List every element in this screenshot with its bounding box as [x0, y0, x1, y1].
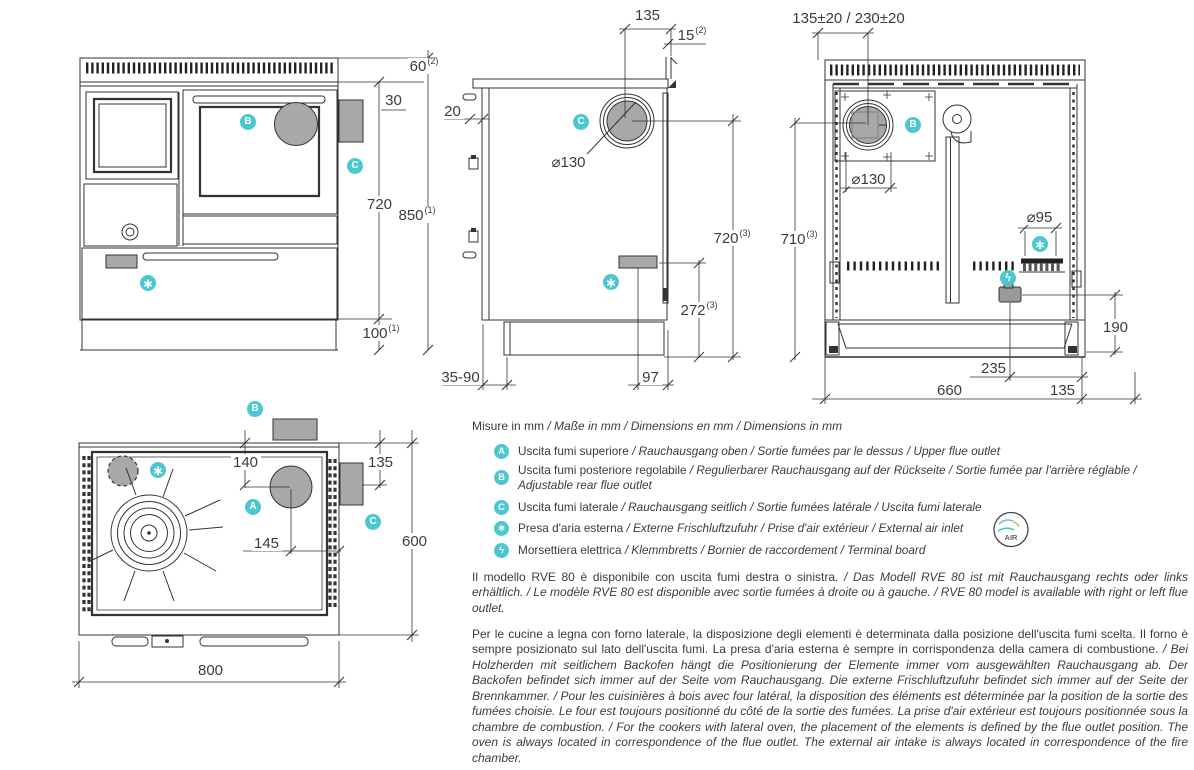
side-flue-outlet-top	[340, 463, 363, 505]
badge-b-front: B	[240, 114, 256, 130]
dim-rear-190: 190	[1100, 319, 1132, 335]
rear-flue-outlet-top	[273, 419, 317, 440]
dim-side-272: 272(3)	[678, 300, 720, 319]
badge-b-rear: B	[905, 117, 921, 133]
dim-top-depth: 600	[399, 533, 431, 549]
top-view-drawing	[72, 419, 419, 688]
badge-b-top: B	[247, 401, 263, 417]
front-view-drawing	[80, 50, 437, 355]
badge-air-rear: ∗	[1032, 236, 1048, 252]
dim-front-worktop: 60(2)	[407, 56, 441, 75]
side-flue-outlet-front	[339, 100, 363, 142]
dim-side-135: 135	[632, 7, 664, 23]
dim-rear-flue-offset: 135±20 / 230±20	[790, 10, 908, 26]
side-view-drawing	[442, 24, 741, 390]
dim-front-total: 850(1)	[396, 205, 438, 224]
badge-air-top: ∗	[150, 462, 166, 478]
dim-rear-d95: ⌀95	[1024, 209, 1056, 225]
legend-badge-c: C	[494, 500, 509, 515]
legend-badge-b: B	[494, 470, 509, 486]
dim-rear-135: 135	[1047, 382, 1079, 398]
note-paragraph-layout: Per le cucine a legna con forno laterale…	[472, 627, 1188, 765]
dim-top-145: 145	[251, 535, 283, 551]
rear-flue-circle-front	[275, 103, 318, 146]
dim-rear-d130: ⌀130	[849, 171, 889, 187]
external-air-inlet-side	[619, 256, 657, 268]
units-note: Misure in mm / Maße in mm / Dimensions e…	[472, 419, 843, 433]
badge-air-front: ∗	[140, 275, 156, 291]
dim-top-135: 135	[365, 454, 397, 470]
dim-rear-660: 660	[934, 382, 966, 398]
dim-side-15: 15(2)	[675, 25, 709, 44]
badge-air-side: ∗	[603, 274, 619, 290]
dim-side-720: 720(3)	[711, 228, 753, 247]
rear-view-drawing	[790, 28, 1142, 404]
dim-top-width: 800	[195, 662, 227, 678]
legend-item-side-flue: C Uscita fumi laterale / Rauchausgang se…	[494, 500, 1172, 515]
legend-badge-power: ϟ	[494, 543, 509, 558]
dim-front-base: 100(1)	[360, 323, 402, 342]
dim-front-body: 720	[364, 196, 396, 212]
dim-top-140: 140	[230, 454, 262, 470]
legend-item-rear-flue: B Uscita fumi posteriore regolabile / Re…	[494, 463, 1172, 492]
badge-c-front: C	[347, 158, 363, 174]
air-inlet-handle-front	[106, 255, 137, 268]
legend-item-terminal-board: ϟ Morsettiera elettrica / Klemmbretts / …	[494, 543, 1172, 558]
legend-item-air-inlet: ∗ Presa d'aria esterna / Externe Frischl…	[494, 521, 1172, 536]
badge-c-side: C	[573, 114, 589, 130]
terminal-board	[999, 287, 1021, 302]
badge-c-top: C	[365, 514, 381, 530]
badge-power-rear: ϟ	[1000, 270, 1016, 286]
badge-a-top: A	[245, 499, 261, 515]
dim-side-feet: 35-90	[439, 369, 483, 385]
svg-text:AIR: AIR	[1005, 533, 1019, 542]
legend-badge-a: A	[494, 444, 509, 459]
legend-badge-air: ∗	[494, 521, 509, 536]
dim-rear-235: 235	[978, 360, 1010, 376]
dim-side-20: 20	[442, 103, 464, 119]
dim-side-d130: ⌀130	[549, 154, 589, 170]
dim-side-97: 97	[640, 369, 662, 385]
dim-front-30: 30	[383, 92, 405, 108]
air-icon: AIR	[991, 510, 1031, 550]
external-air-inlet-top	[108, 456, 138, 486]
legend-item-upper-flue: A Uscita fumi superiore / Rauchausgang o…	[494, 444, 1172, 459]
dim-rear-710: 710(3)	[778, 229, 820, 248]
hotplate	[88, 468, 223, 601]
note-paragraph-model: Il modello RVE 80 è disponibile con usci…	[472, 570, 1188, 615]
